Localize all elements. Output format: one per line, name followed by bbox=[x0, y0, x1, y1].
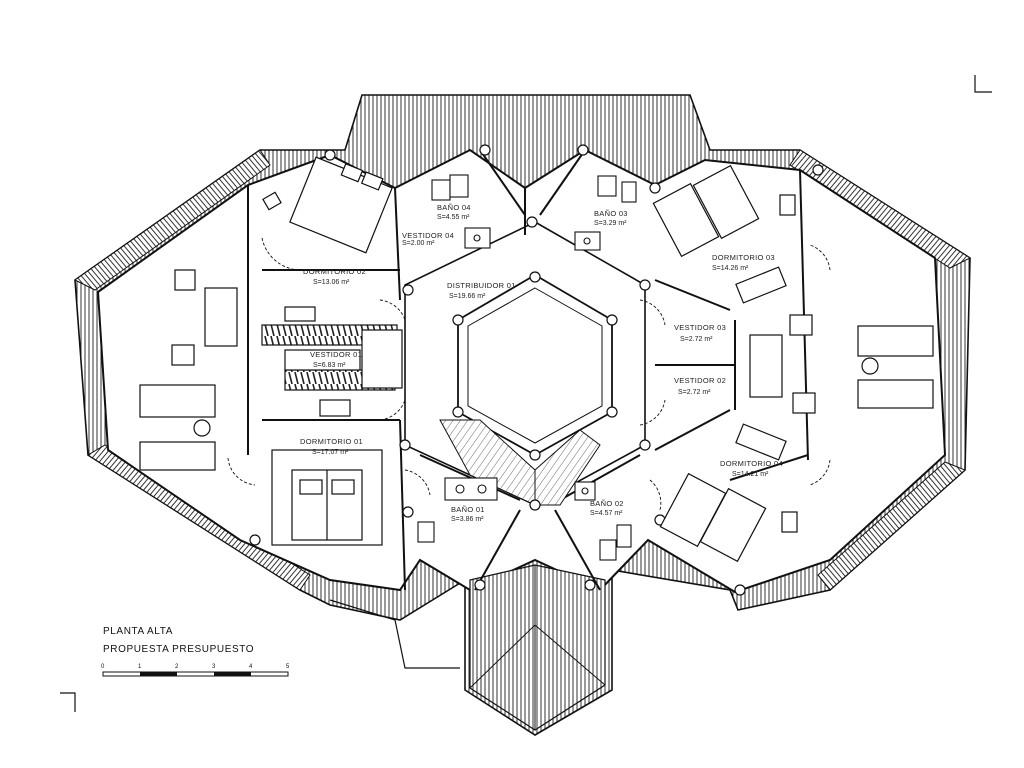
scale-label-2: 2 bbox=[175, 664, 179, 670]
room-vestidor-02: VESTIDOR 02 S=2.72 m² bbox=[674, 376, 726, 396]
scale-label-0: 0 bbox=[101, 664, 105, 670]
room-vestidor-01: VESTIDOR 01 S=6.83 m² bbox=[310, 350, 362, 369]
bed-dormitorio-02 bbox=[262, 156, 393, 254]
corner-mark-bottom-left bbox=[60, 692, 76, 712]
room-dormitorio-01: DORMITORIO 01 S=17.07 m² bbox=[300, 437, 363, 456]
room-distribuidor-01: DISTRIBUIDOR 01 S=19.66 m² bbox=[447, 281, 516, 300]
svg-text:DORMITORIO 03: DORMITORIO 03 bbox=[712, 253, 775, 262]
stairs-right bbox=[534, 429, 601, 506]
room-bano-04: BAÑO 04 S=4.55 m² bbox=[437, 203, 471, 221]
room-vestidor-04: VESTIDOR 04S=2.00 m² bbox=[402, 231, 454, 247]
room-dormitorio-02: DORMITORIO 02 S=13.06 m² bbox=[303, 267, 366, 286]
svg-text:S=3.29 m²: S=3.29 m² bbox=[594, 220, 627, 227]
beds-dormitorio-04 bbox=[659, 423, 798, 563]
svg-text:S=13.06 m²: S=13.06 m² bbox=[313, 279, 350, 286]
central-atrium-inner bbox=[467, 287, 603, 444]
scale-label-5: 5 bbox=[286, 664, 290, 670]
svg-text:S=2.72 m²: S=2.72 m² bbox=[678, 389, 711, 396]
svg-text:DORMITORIO 04: DORMITORIO 04 bbox=[720, 459, 783, 468]
structural-columns bbox=[249, 144, 824, 596]
room-dormitorio-03: DORMITORIO 03 S=14.26 m² bbox=[712, 253, 775, 272]
svg-text:BAÑO 02: BAÑO 02 bbox=[590, 499, 624, 508]
room-labels: DORMITORIO 02 S=13.06 m² BAÑO 04 S=4.55 m²… bbox=[300, 203, 783, 523]
svg-text:S=4.55 m²: S=4.55 m² bbox=[437, 214, 470, 221]
svg-text:BAÑO 03: BAÑO 03 bbox=[594, 209, 628, 218]
svg-text:DORMITORIO 01: DORMITORIO 01 bbox=[300, 437, 363, 446]
plan-title: PLANTA ALTA bbox=[103, 626, 173, 637]
building-outline bbox=[96, 148, 947, 594]
roof-left-slope bbox=[74, 149, 271, 291]
beds-dormitorio-03 bbox=[652, 164, 796, 304]
right-wing-furniture bbox=[749, 314, 934, 414]
left-terrace bbox=[329, 599, 460, 669]
svg-text:VESTIDOR 03: VESTIDOR 03 bbox=[674, 323, 726, 332]
bathroom-fixtures bbox=[417, 174, 637, 561]
svg-text:S=2.00 m²: S=2.00 m² bbox=[402, 240, 435, 247]
room-bano-03: BAÑO 03 S=3.29 m² bbox=[594, 209, 628, 227]
atrium-columns bbox=[452, 271, 618, 461]
svg-text:DISTRIBUIDOR 01: DISTRIBUIDOR 01 bbox=[447, 281, 516, 290]
svg-text:DORMITORIO 02: DORMITORIO 02 bbox=[303, 267, 366, 276]
room-bano-02: BAÑO 02 S=4.57 m² bbox=[590, 499, 624, 517]
roof-lower-right-slope bbox=[817, 461, 966, 591]
room-dormitorio-04: DORMITORIO 04 S=14.21 m² bbox=[720, 459, 783, 478]
svg-text:S=4.57 m²: S=4.57 m² bbox=[590, 510, 623, 517]
roof-right-slope bbox=[789, 149, 972, 269]
svg-text:BAÑO 04: BAÑO 04 bbox=[437, 203, 471, 212]
svg-text:VESTIDOR 01: VESTIDOR 01 bbox=[310, 350, 362, 359]
svg-text:S=3.86 m²: S=3.86 m² bbox=[451, 516, 484, 523]
svg-text:S=6.83 m²: S=6.83 m² bbox=[313, 362, 346, 369]
svg-text:S=19.66 m²: S=19.66 m² bbox=[449, 293, 486, 300]
svg-text:BAÑO 01: BAÑO 01 bbox=[451, 505, 485, 514]
corner-mark-top-right bbox=[974, 75, 992, 93]
plan-subtitle: PROPUESTA PRESUPUESTO bbox=[103, 644, 254, 655]
bed-dormitorio-01 bbox=[271, 449, 383, 546]
left-wing-furniture bbox=[139, 269, 238, 471]
svg-text:S=2.72 m²: S=2.72 m² bbox=[680, 336, 713, 343]
room-bano-01: BAÑO 01 S=3.86 m² bbox=[451, 505, 485, 523]
door-swings bbox=[227, 237, 831, 511]
roof-lower-left-slope bbox=[87, 444, 311, 591]
scale-label-1: 1 bbox=[138, 664, 142, 670]
svg-text:VESTIDOR 02: VESTIDOR 02 bbox=[674, 376, 726, 385]
closets-vestidor-01 bbox=[261, 306, 403, 417]
svg-text:S=14.26 m²: S=14.26 m² bbox=[712, 265, 749, 272]
scale-label-3: 3 bbox=[212, 664, 216, 670]
room-vestidor-03: VESTIDOR 03 S=2.72 m² bbox=[674, 323, 726, 343]
svg-text:VESTIDOR 04: VESTIDOR 04 bbox=[402, 231, 454, 240]
scale-label-4: 4 bbox=[249, 664, 253, 670]
svg-text:S=14.21 m²: S=14.21 m² bbox=[732, 471, 769, 478]
entry-porch-ridge bbox=[469, 565, 606, 730]
svg-text:S=17.07 m²: S=17.07 m² bbox=[312, 449, 349, 456]
scale-bar: 0 1 2 3 4 5 bbox=[101, 664, 290, 677]
